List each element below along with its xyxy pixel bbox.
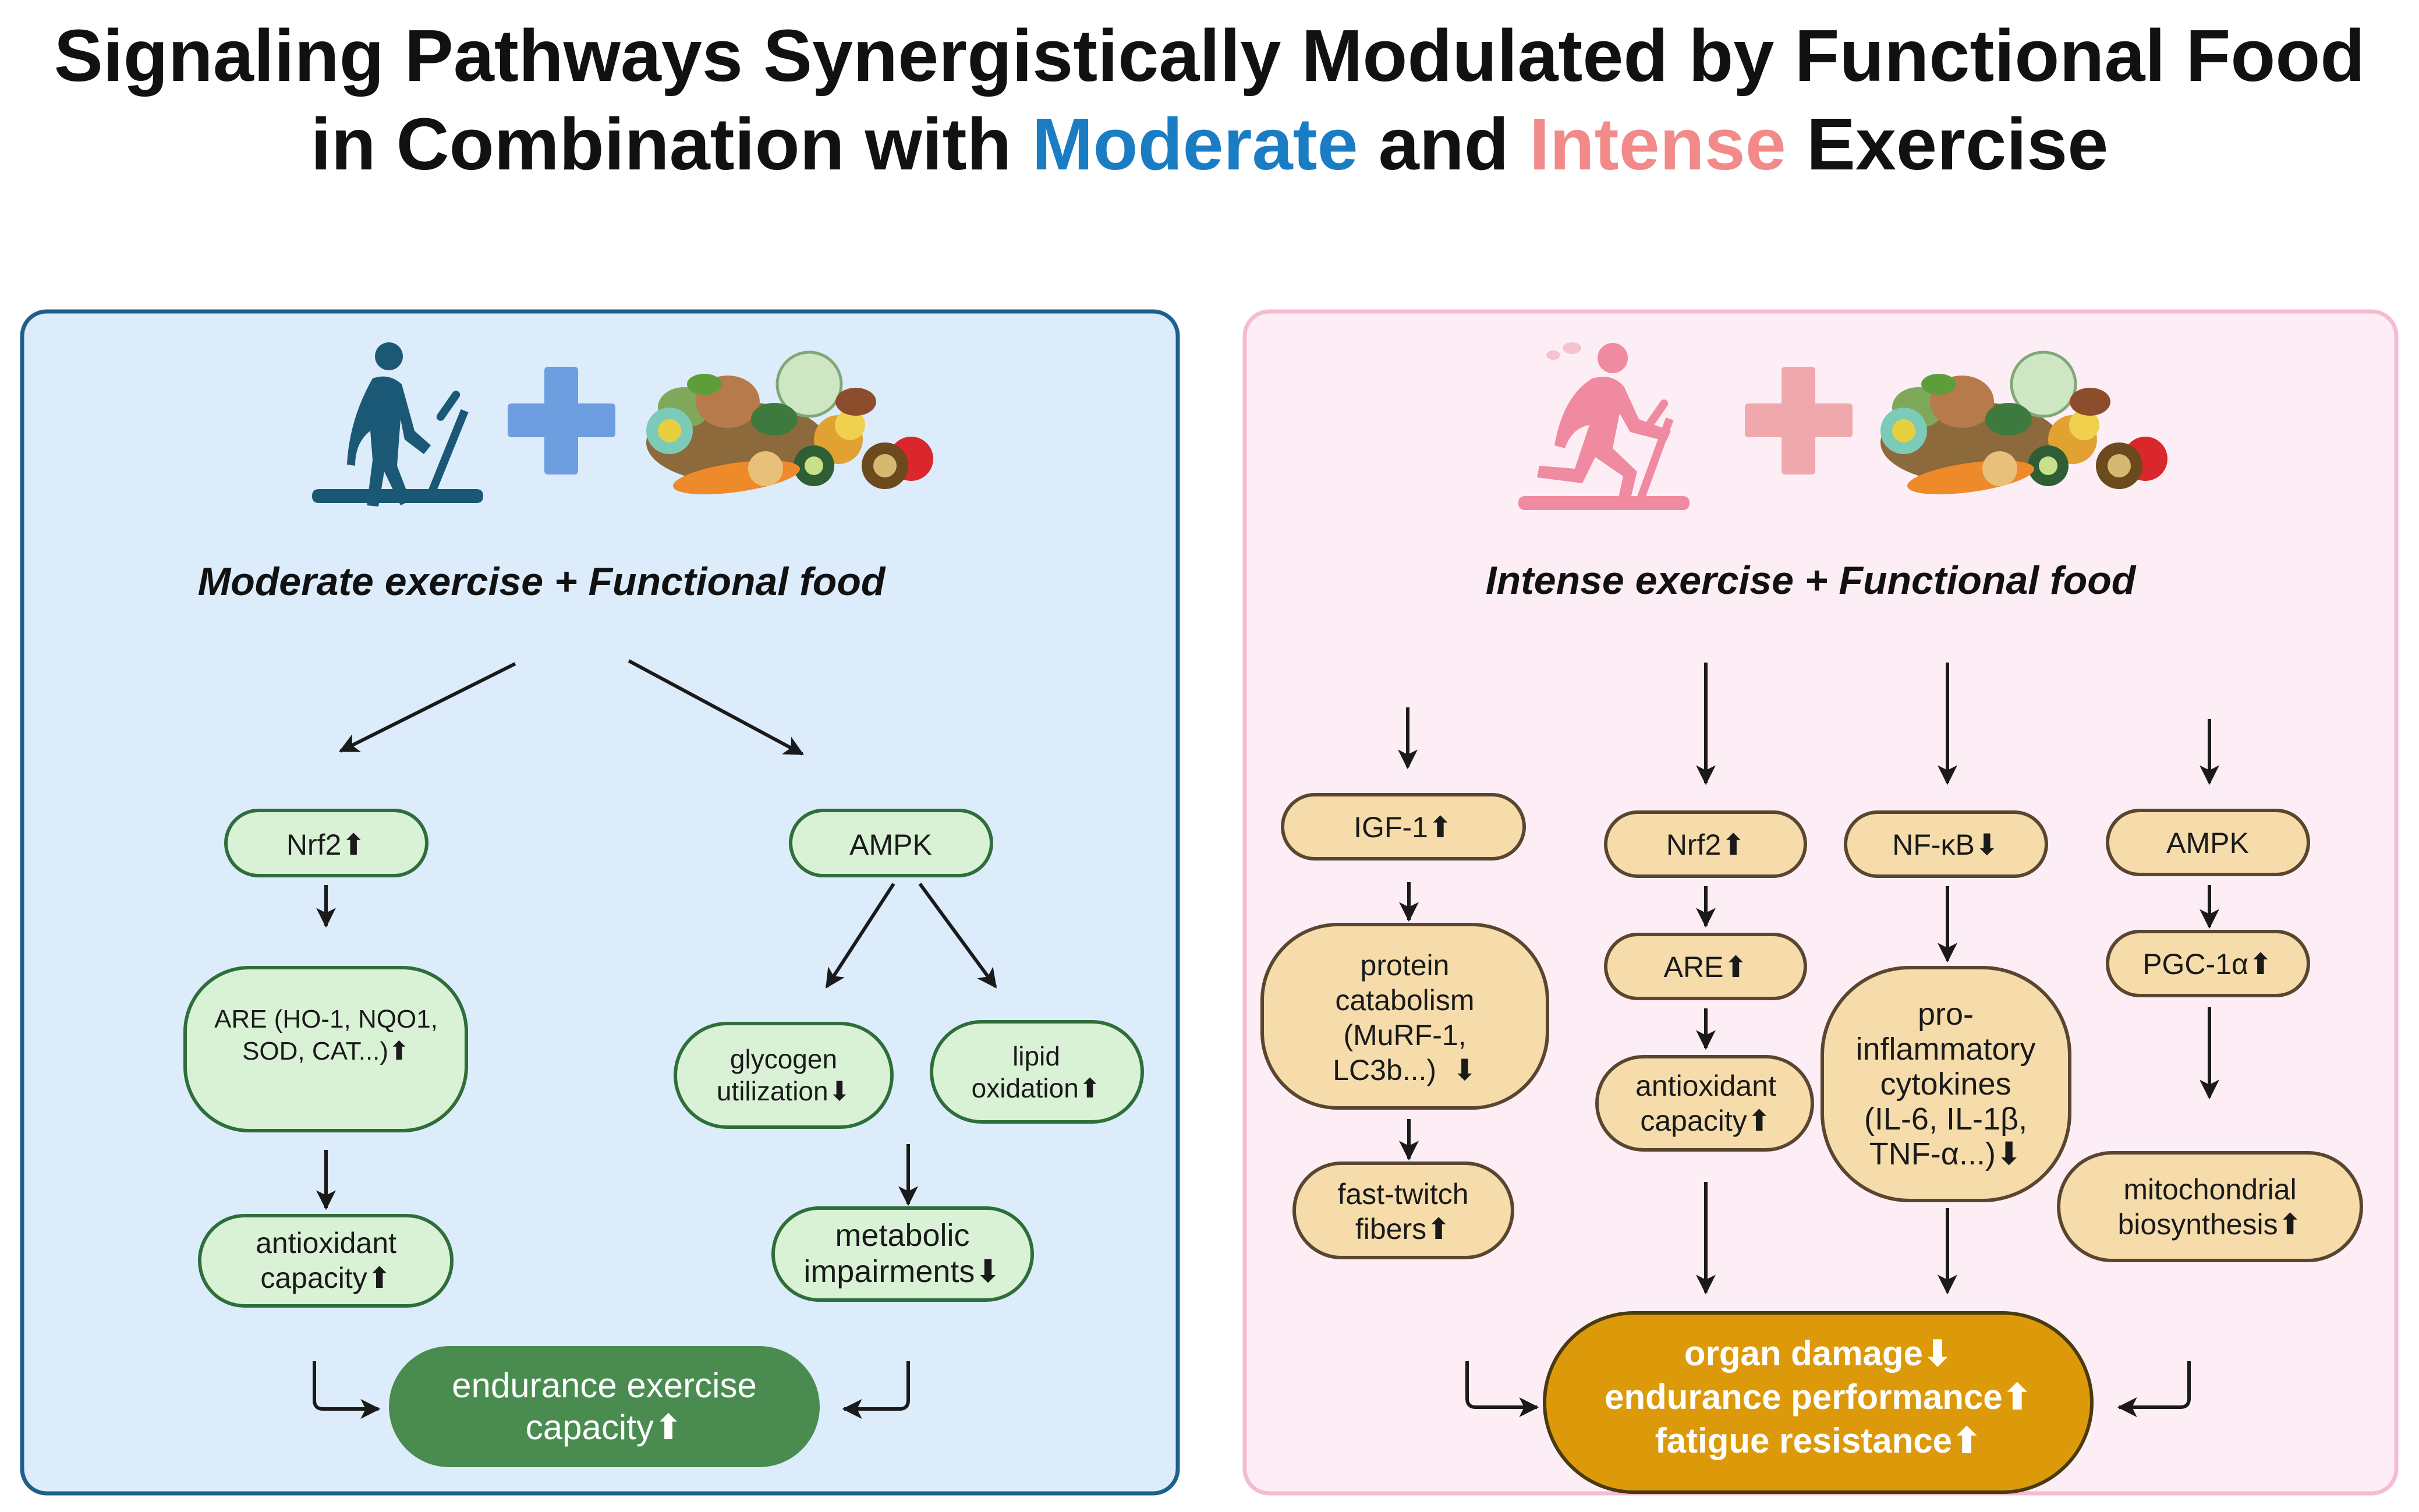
left-metabolic-text-1: metabolic	[835, 1218, 969, 1253]
left-glycogen-text-1: glycogen	[730, 1044, 837, 1074]
left-final-text-2: capacity⬆	[526, 1408, 683, 1447]
left-nrf2-node	[224, 809, 428, 877]
title-word-moderate: Moderate	[1032, 103, 1358, 185]
protein-text-2: catabolism	[1336, 984, 1475, 1017]
right-are-node	[1604, 933, 1807, 1000]
left-ampk-text: AMPK	[849, 828, 932, 861]
fast-twitch-text-1: fast-twitch	[1337, 1178, 1468, 1210]
arrow-ampk-to-lipid	[918, 883, 997, 989]
cytokines-text-2: inflammatory	[1855, 1032, 2035, 1067]
left-lipid-text-2: oxidation⬆	[972, 1073, 1102, 1103]
left-nrf2-text: Nrf2⬆	[286, 828, 366, 861]
blue-plus-icon	[508, 367, 615, 475]
protein-catabolism-node	[1260, 923, 1549, 1110]
cytokines-text-1: pro-	[1918, 997, 1974, 1032]
cytokines-text-3: cytokines	[1880, 1067, 2011, 1102]
left-lipid-text-1: lipid	[1012, 1041, 1060, 1071]
left-metabolic-text-2: impairments⬇	[803, 1254, 1001, 1289]
page-title: Signaling Pathways Synergistically Modul…	[0, 12, 2419, 189]
arrow-left-into-right-final	[1465, 1361, 1539, 1417]
left-antioxidant-node	[198, 1214, 454, 1308]
left-glycogen-node	[674, 1022, 894, 1129]
nfkb-node	[1844, 810, 2048, 878]
right-final-node	[1543, 1311, 2094, 1494]
mito-node	[2057, 1151, 2363, 1262]
arrow-to-ampk	[628, 659, 804, 756]
fast-twitch-node	[1292, 1162, 1514, 1259]
right-are-text: ARE⬆	[1664, 951, 1748, 983]
right-ampk-node	[2106, 809, 2310, 876]
right-ampk-text: AMPK	[2166, 827, 2249, 859]
moderate-panel	[20, 309, 1180, 1496]
cytokines-node	[1821, 966, 2071, 1202]
left-antioxidant-text-2: capacity⬆	[260, 1262, 391, 1294]
right-antioxidant-text-2: capacity⬆	[1640, 1104, 1771, 1137]
food-pile-icon	[646, 350, 933, 495]
mito-text-2: biosynthesis⬆	[2117, 1208, 2302, 1241]
walking-treadmill-icon	[312, 342, 483, 507]
intense-label: Intense exercise + Functional food	[1486, 558, 2137, 603]
arrow-to-nrf2	[338, 662, 516, 753]
right-final-text-1: organ damage⬇	[1684, 1334, 1952, 1373]
title-line-1: Signaling Pathways Synergistically Modul…	[54, 15, 2365, 97]
title-line-2: in Combination with Moderate and Intense…	[310, 103, 2109, 185]
left-final-node	[389, 1346, 820, 1467]
arrow-right-into-final	[842, 1361, 910, 1419]
right-nrf2-text: Nrf2⬆	[1666, 828, 1745, 861]
arrow-left-into-final	[313, 1361, 381, 1419]
mito-text-1: mitochondrial	[2123, 1173, 2296, 1206]
moderate-label: Moderate exercise + Functional food	[198, 560, 886, 604]
left-are-text-2: SOD, CAT...)⬆	[242, 1037, 410, 1065]
protein-text-1: protein	[1361, 949, 1450, 982]
food-pile-icon	[1880, 350, 2167, 495]
title-word-intense: Intense	[1529, 103, 1786, 185]
igf1-node	[1281, 793, 1526, 861]
left-are-node	[183, 966, 468, 1132]
left-metabolic-node	[771, 1206, 1034, 1302]
right-antioxidant-text-1: antioxidant	[1635, 1070, 1776, 1102]
protein-text-3: (MuRF-1,	[1343, 1019, 1466, 1051]
right-final-text-2: endurance performance⬆	[1605, 1378, 2032, 1417]
left-ampk-node	[789, 809, 993, 877]
fast-twitch-text-2: fibers⬆	[1355, 1213, 1451, 1245]
pink-plus-icon	[1745, 367, 1853, 475]
right-final-text-3: fatigue resistance⬆	[1655, 1421, 1981, 1460]
pgc-node	[2106, 930, 2310, 997]
arrow-right-into-right-final	[2117, 1361, 2191, 1417]
nfkb-text: NF-κB⬇	[1892, 828, 1999, 861]
left-glycogen-text-2: utilization⬇	[717, 1076, 851, 1106]
left-lipid-node	[930, 1020, 1144, 1124]
cytokines-text-5: TNF-α...)⬇	[1869, 1136, 2022, 1171]
left-antioxidant-text-1: antioxidant	[256, 1227, 396, 1259]
left-final-text-1: endurance exercise	[452, 1366, 757, 1405]
protein-text-4: LC3b...) ⬇	[1333, 1054, 1477, 1086]
igf1-text: IGF-1⬆	[1354, 811, 1453, 844]
arrow-ampk-to-glycogen	[825, 883, 895, 989]
right-nrf2-node	[1604, 810, 1807, 878]
left-are-text-1: ARE (HO-1, NQO1,	[214, 1005, 438, 1033]
running-treadmill-icon	[1518, 342, 1690, 510]
pgc-text: PGC-1α⬆	[2142, 948, 2273, 980]
right-antioxidant-node	[1595, 1055, 1814, 1152]
cytokines-text-4: (IL-6, IL-1β,	[1864, 1102, 2027, 1136]
